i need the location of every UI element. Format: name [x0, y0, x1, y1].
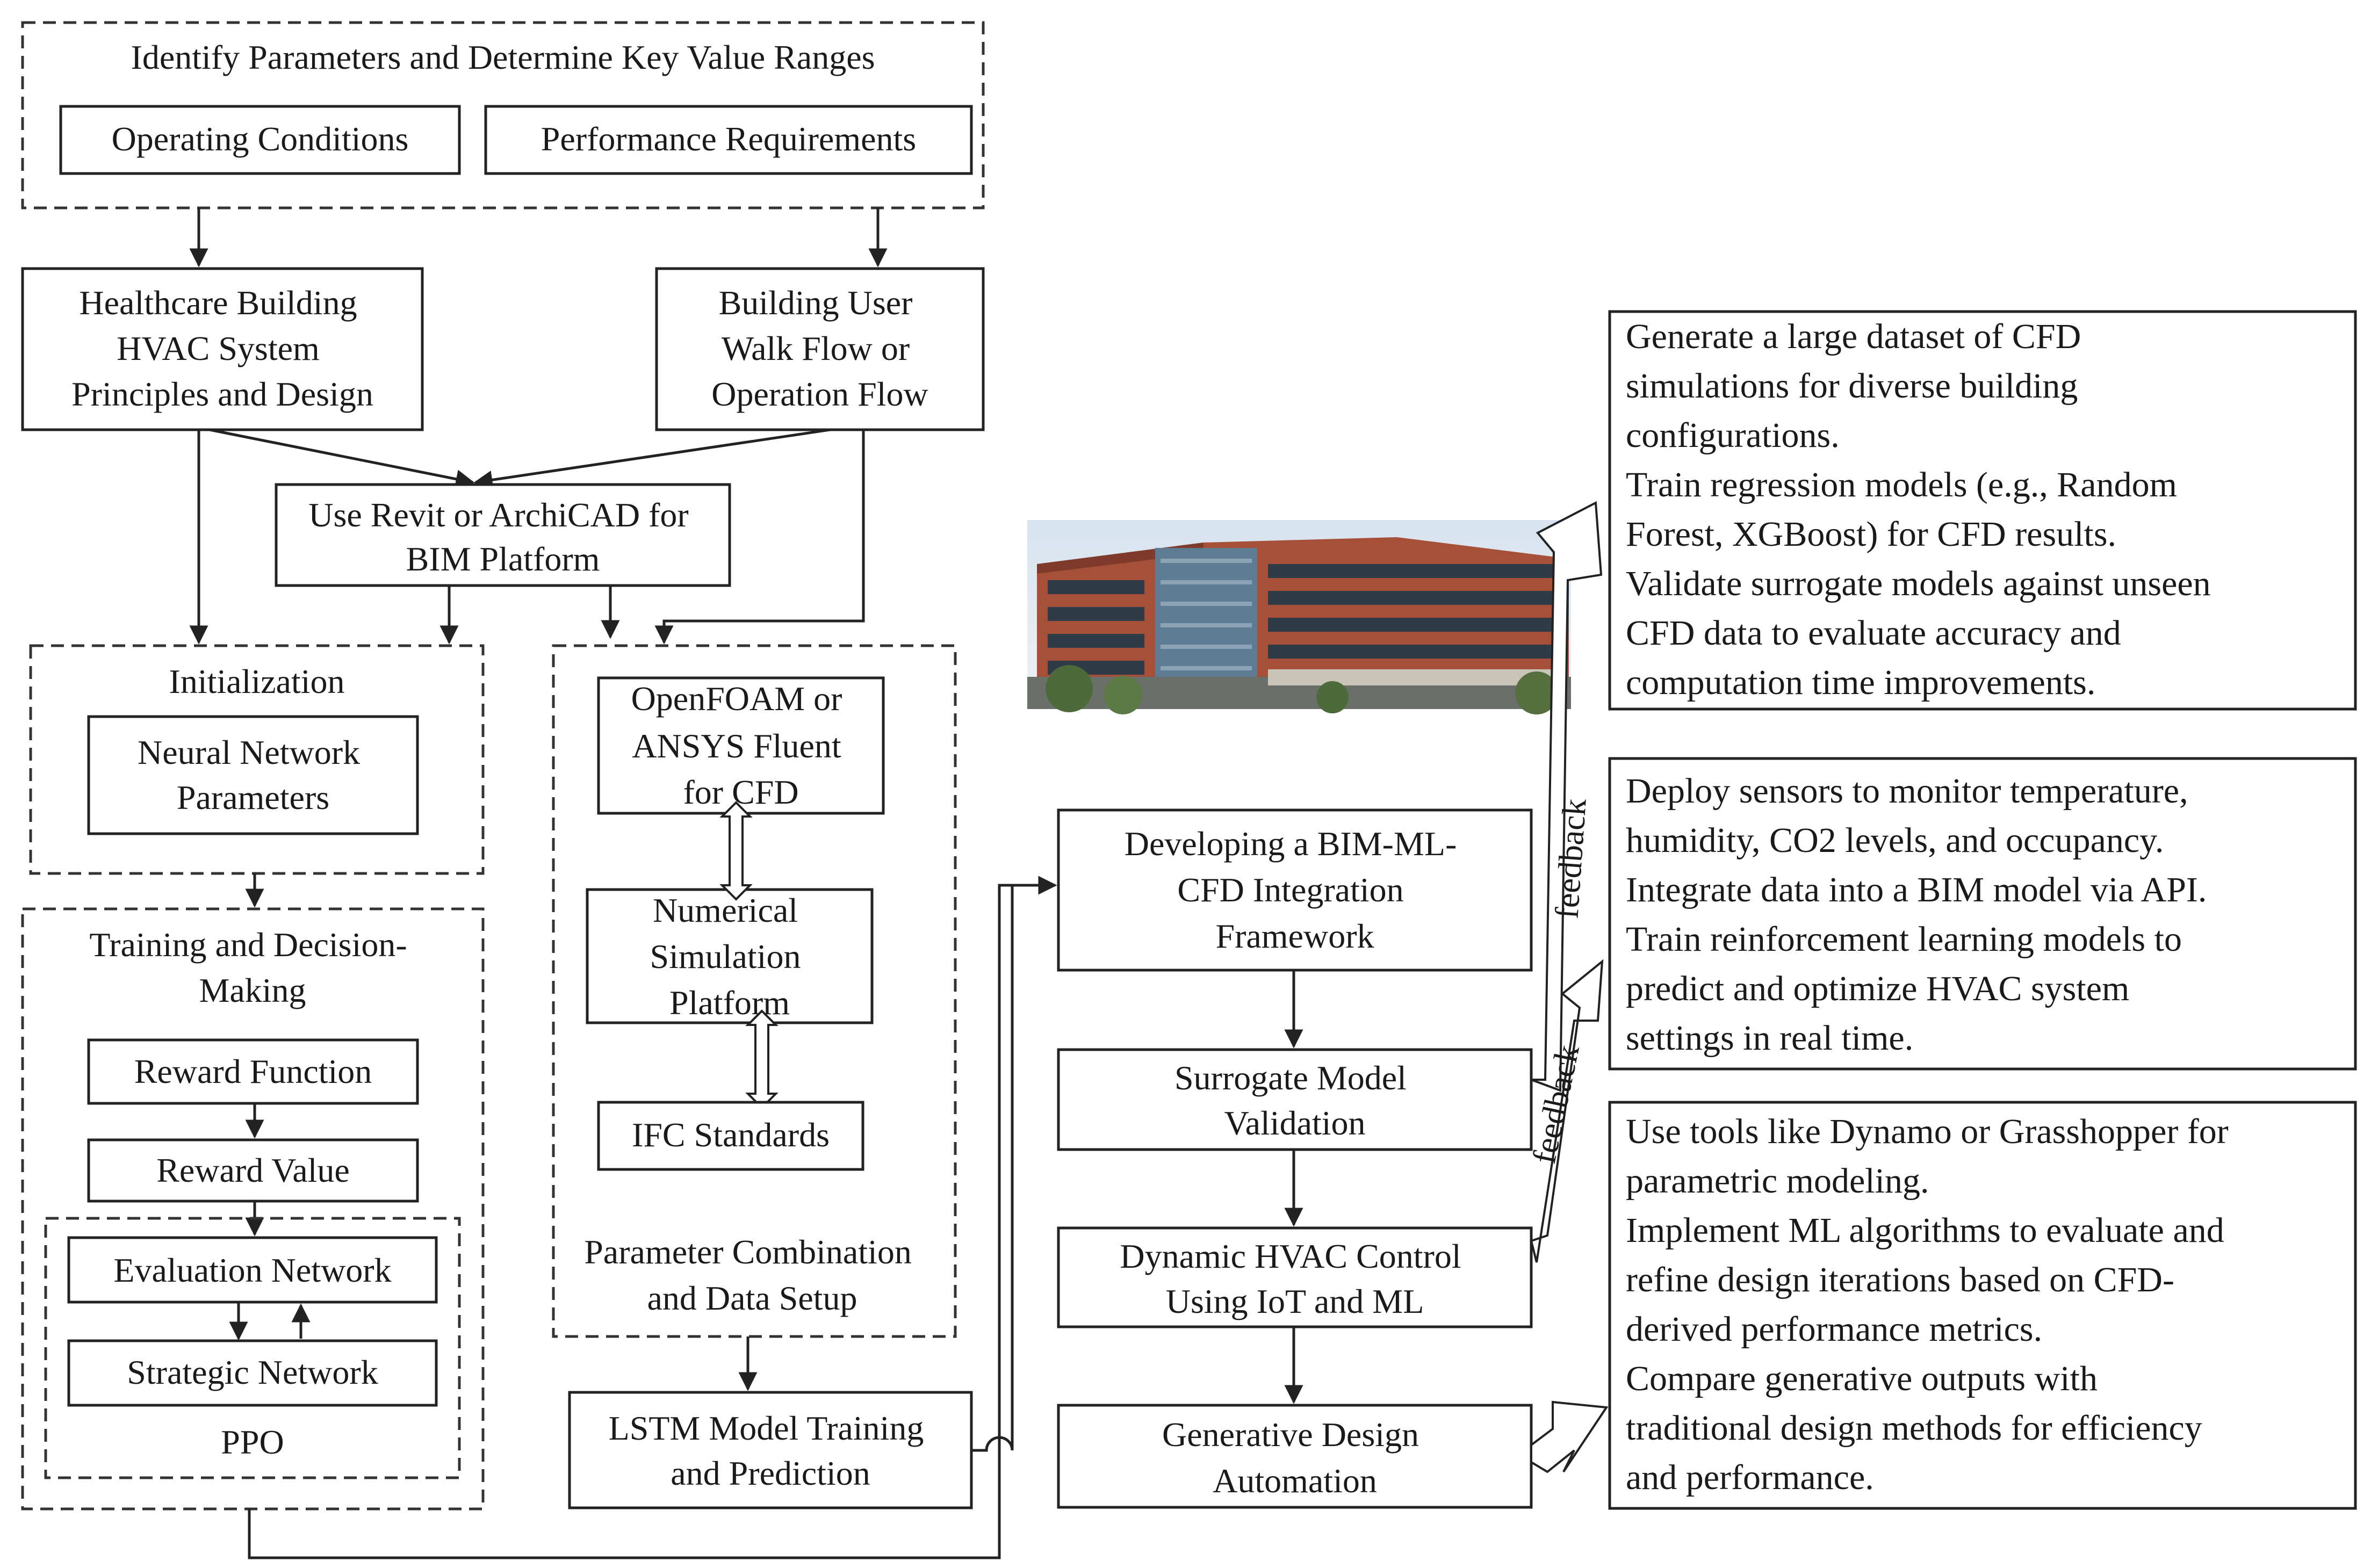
- feedback-label-1: feedback: [1548, 798, 1593, 920]
- healthcare-hvac-box: [21, 267, 424, 431]
- lstm-training-box: [568, 1391, 973, 1509]
- ppo-label: PPO: [221, 1423, 284, 1461]
- revit-archicad-box: [275, 483, 731, 587]
- arrow-generative-to-description: [1530, 1400, 1609, 1473]
- description-text-2: Deploy sensors to monitor temperature, h…: [1626, 771, 2216, 1058]
- arrow-building-user-to-parameter: [654, 430, 865, 645]
- healthcare-hvac-label: Healthcare Building HVAC System Principl…: [71, 284, 373, 413]
- numerical-simulation-label: Numerical Simulation Platform: [650, 891, 810, 1022]
- description-box-3: [1608, 1101, 2357, 1510]
- training-decision-title: Training and Decision- Making: [89, 926, 415, 1009]
- numerical-simulation-box: [586, 888, 874, 1024]
- surrogate-model-validation-label: Surrogate Model Validation: [1174, 1059, 1415, 1142]
- identify-parameters-title: Identify Parameters and Determine Key Va…: [131, 38, 875, 76]
- lstm-training-label: LSTM Model Training and Prediction: [609, 1409, 933, 1492]
- description-box-2: [1608, 757, 2357, 1071]
- arrow-healthcare-to-revit: [209, 428, 475, 488]
- reward-function-box: [87, 1038, 419, 1105]
- performance-requirements-label: Performance Requirements: [541, 120, 916, 158]
- openfoam-ansys-box: [597, 676, 885, 815]
- strategic-network-label: Strategic Network: [127, 1353, 378, 1391]
- ifc-standards-label: IFC Standards: [632, 1116, 830, 1154]
- evaluation-network-box: [67, 1236, 438, 1304]
- reward-function-label: Reward Function: [134, 1052, 372, 1090]
- description-text-3: Use tools like Dynamo or Grasshopper for…: [1626, 1112, 2237, 1497]
- revit-archicad-label: Use Revit or ArchiCAD for BIM Platform: [308, 496, 697, 578]
- openfoam-ansys-label: OpenFOAM or ANSYS Fluent for CFD: [631, 680, 851, 811]
- strategic-network-box: [67, 1339, 438, 1407]
- reward-value-label: Reward Value: [156, 1151, 350, 1189]
- operating-conditions-box: [59, 105, 461, 175]
- double-arrow-numerical-ifc: [745, 1009, 779, 1109]
- reward-value-box: [87, 1138, 419, 1203]
- dynamic-hvac-control-box[interactable]: [1057, 1226, 1533, 1328]
- training-decision-group: [21, 907, 485, 1511]
- neural-network-parameters-label: Neural Network Parameters: [138, 733, 369, 816]
- evaluation-network-label: Evaluation Network: [113, 1251, 391, 1289]
- feedback-arrow-1: feedback: [1531, 501, 1603, 1092]
- dynamic-hvac-control-label: Dynamic HVAC Control Using IoT and ML: [1120, 1237, 1469, 1320]
- feedback-label-2: feedback: [1526, 1042, 1587, 1167]
- initialization-group: [29, 644, 485, 875]
- operating-conditions-label: Operating Conditions: [112, 120, 409, 158]
- parameter-combination-title: Parameter Combination and Data Setup: [584, 1233, 920, 1317]
- generative-design-label: Generative Design Automation: [1162, 1415, 1428, 1500]
- initialization-title: Initialization: [169, 662, 345, 700]
- description-box-1: [1608, 310, 2357, 711]
- connector-lstm-to-framework: [971, 885, 1014, 1452]
- double-arrow-openfoam-numerical: [719, 801, 753, 901]
- description-text-1: Generate a large dataset of CFD simulati…: [1626, 317, 2219, 702]
- arrow-building-user-to-revit: [473, 428, 831, 489]
- connector-training-to-framework: [248, 1451, 1001, 1559]
- parameter-combination-group: [552, 644, 957, 1338]
- bim-ml-cfd-framework-label: Developing a BIM-ML- CFD Integration Fra…: [1125, 825, 1466, 955]
- identify-parameters-group: [21, 21, 985, 209]
- ifc-standards-box: [597, 1101, 864, 1171]
- building-user-flow-label: Building User Walk Flow or Operation Flo…: [711, 284, 928, 413]
- building-user-flow-box: [655, 267, 985, 431]
- ppo-group: [44, 1217, 461, 1479]
- neural-network-parameters-box: [87, 715, 419, 835]
- feedback-arrow-2: feedback: [1526, 959, 1604, 1263]
- hospital-building-image: [1027, 520, 1571, 714]
- performance-requirements-box: [484, 105, 973, 175]
- arrow-into-framework: [998, 876, 1057, 1451]
